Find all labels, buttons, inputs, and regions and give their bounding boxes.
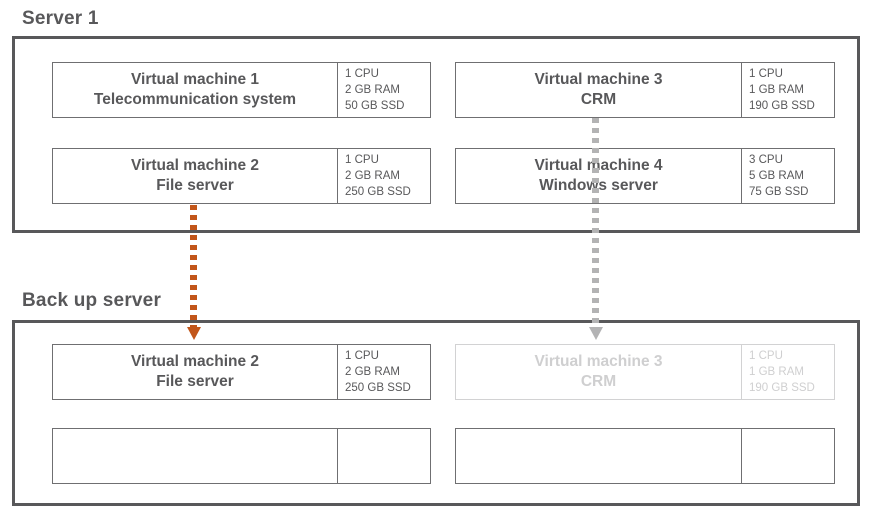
connector-arrow-vm2-to-backup <box>186 205 201 340</box>
vm-main: Virtual machine 2 File server <box>53 149 337 203</box>
vm-specs <box>337 429 430 483</box>
vm-main: Virtual machine 3 CRM <box>456 345 741 399</box>
vm-specs: 1 CPU 2 GB RAM 50 GB SSD <box>337 63 430 117</box>
vm-name: Virtual machine 1 <box>130 70 260 88</box>
vm-role: File server <box>156 373 234 390</box>
vm-role: File server <box>156 177 234 194</box>
vm-spec-cpu: 1 CPU <box>345 67 379 80</box>
connector-arrow-vm3-to-backup <box>588 118 603 340</box>
vm-spec-disk: 250 GB SSD <box>345 382 411 395</box>
vm-spec-ram: 5 GB RAM <box>749 169 804 182</box>
vm-main: Virtual machine 3 CRM <box>456 63 741 117</box>
vm-spec-ram: 1 GB RAM <box>749 365 804 378</box>
vm-specs: 1 CPU 1 GB RAM 190 GB SSD <box>741 345 834 399</box>
backup-vm-box-empty-slot-1[interactable] <box>52 428 431 484</box>
vm-spec-ram: 2 GB RAM <box>345 83 400 96</box>
arrow-down-icon <box>588 327 603 340</box>
dotted-line <box>592 118 599 328</box>
vm-spec-cpu: 1 CPU <box>749 67 783 80</box>
server-frame <box>12 36 860 233</box>
vm-box-virtual-machine-2[interactable]: Virtual machine 2 File server 1 CPU 2 GB… <box>52 148 431 204</box>
vm-spec-cpu: 1 CPU <box>749 349 783 362</box>
vm-specs: 1 CPU 2 GB RAM 250 GB SSD <box>337 149 430 203</box>
vm-box-virtual-machine-4[interactable]: Virtual machine 4 Windows server 3 CPU 5… <box>455 148 835 204</box>
vm-box-virtual-machine-3[interactable]: Virtual machine 3 CRM 1 CPU 1 GB RAM 190… <box>455 62 835 118</box>
arrow-down-icon <box>186 327 201 340</box>
vm-main: Virtual machine 2 File server <box>53 345 337 399</box>
backup-vm-box-virtual-machine-2[interactable]: Virtual machine 2 File server 1 CPU 2 GB… <box>52 344 431 400</box>
vm-specs: 1 CPU 2 GB RAM 250 GB SSD <box>337 345 430 399</box>
vm-box-virtual-machine-1[interactable]: Virtual machine 1 Telecommunication syst… <box>52 62 431 118</box>
vm-spec-disk: 50 GB SSD <box>345 100 405 113</box>
vm-specs: 1 CPU 1 GB RAM 190 GB SSD <box>741 63 834 117</box>
vm-spec-cpu: 3 CPU <box>749 153 783 166</box>
vm-spec-disk: 190 GB SSD <box>749 382 815 395</box>
backup-server-frame <box>12 320 860 506</box>
vm-role: CRM <box>580 373 617 390</box>
vm-spec-ram: 1 GB RAM <box>749 83 804 96</box>
vm-role: Telecommunication system <box>93 91 297 108</box>
vm-main: Virtual machine 1 Telecommunication syst… <box>53 63 337 117</box>
vm-main <box>53 429 337 483</box>
vm-name: Virtual machine 3 <box>534 70 663 88</box>
vm-spec-disk: 75 GB SSD <box>749 186 809 199</box>
dotted-line <box>190 205 197 328</box>
vm-spec-cpu: 1 CPU <box>345 349 379 362</box>
vm-spec-disk: 250 GB SSD <box>345 186 411 199</box>
vm-specs: 3 CPU 5 GB RAM 75 GB SSD <box>741 149 834 203</box>
backup-vm-box-virtual-machine-3-inactive[interactable]: Virtual machine 3 CRM 1 CPU 1 GB RAM 190… <box>455 344 835 400</box>
vm-spec-disk: 190 GB SSD <box>749 100 815 113</box>
vm-specs <box>741 429 834 483</box>
backup-vm-box-empty-slot-2[interactable] <box>455 428 835 484</box>
vm-main <box>456 429 741 483</box>
backup-server-section-title: Back up server <box>22 290 162 311</box>
vm-spec-ram: 2 GB RAM <box>345 169 400 182</box>
vm-role: CRM <box>580 91 617 108</box>
vm-name: Virtual machine 2 <box>130 156 260 174</box>
vm-name: Virtual machine 3 <box>534 352 663 370</box>
vm-name: Virtual machine 2 <box>130 352 260 370</box>
vm-spec-cpu: 1 CPU <box>345 153 379 166</box>
server-section-title: Server 1 <box>22 8 99 29</box>
vm-spec-ram: 2 GB RAM <box>345 365 400 378</box>
